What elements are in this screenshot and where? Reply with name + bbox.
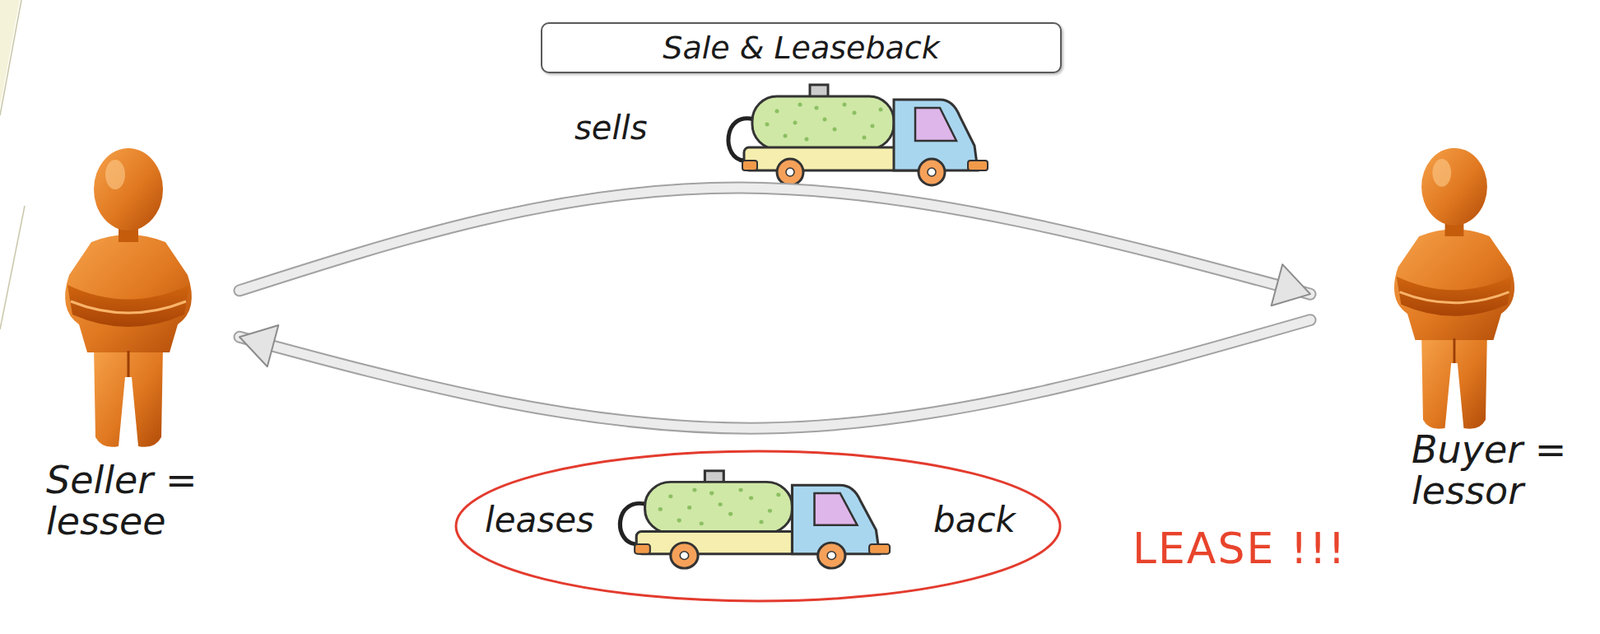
sold-truck bbox=[728, 84, 988, 186]
node-label: Seller = lessee bbox=[46, 459, 240, 542]
arrow-outline bbox=[239, 187, 1311, 294]
lease-ellipse: leases back bbox=[454, 449, 1062, 603]
buyer-node: Buyer = lessor bbox=[1310, 143, 1582, 514]
arrow-head bbox=[1271, 264, 1311, 306]
flow-arrow bbox=[239, 320, 1311, 428]
node-label: back bbox=[933, 498, 1049, 542]
arrow-head bbox=[239, 325, 279, 367]
slide-decoration-line bbox=[0, 0, 22, 116]
slide-decoration-line bbox=[0, 205, 25, 330]
arrow-outline bbox=[239, 320, 1311, 428]
title-box: Sale & Leaseback bbox=[540, 22, 1062, 74]
flow-arrow bbox=[239, 187, 1311, 306]
node-label: leases bbox=[484, 498, 625, 542]
seller-node: Seller = lessee bbox=[46, 143, 240, 547]
buyer-figure bbox=[1394, 148, 1515, 429]
ellipse-outline-shape bbox=[455, 451, 1061, 601]
slide-corner bbox=[0, 0, 20, 107]
node-label: Buyer = lessor bbox=[1411, 428, 1577, 512]
arrow-body bbox=[239, 320, 1311, 428]
callout-text: LEASE !!! bbox=[1132, 523, 1347, 573]
seller-figure bbox=[65, 148, 192, 447]
edge-label: sells bbox=[574, 108, 648, 147]
leased-truck bbox=[619, 470, 890, 568]
arrow-body bbox=[239, 187, 1311, 294]
